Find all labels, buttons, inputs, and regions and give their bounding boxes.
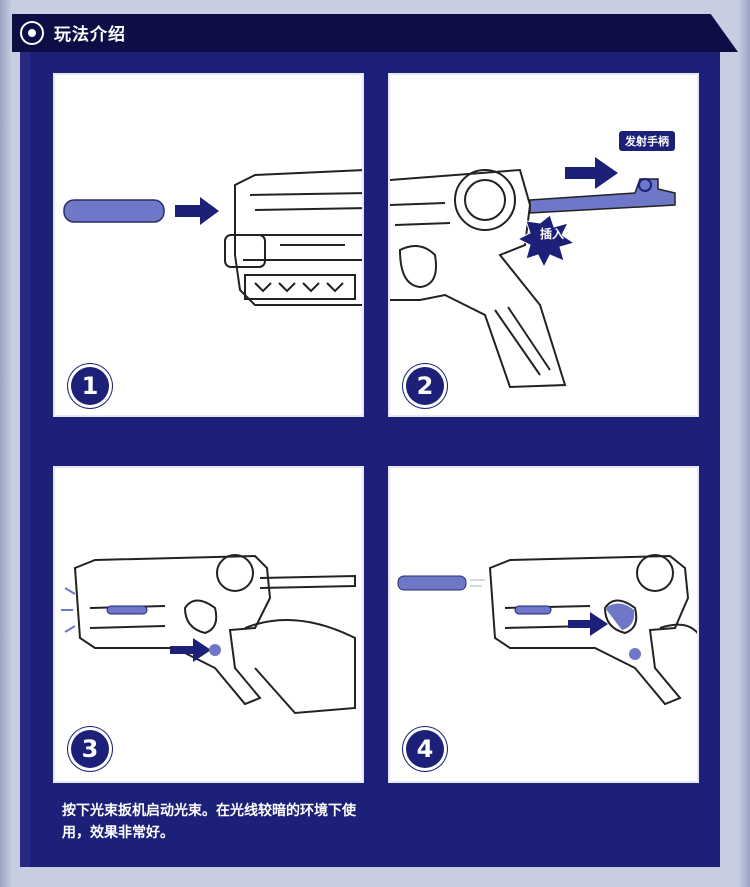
instruction-caption: 按下光束扳机启动光束。在光线较暗的环境下使用，效果非常好。 — [62, 803, 356, 841]
fired-dart — [397, 575, 467, 591]
step-1-panel: 1 — [53, 73, 364, 417]
arrow-right-icon — [568, 612, 608, 636]
section-header: 玩法介绍 — [12, 14, 738, 52]
step-4-panel: 4 — [388, 466, 699, 783]
step-3-illustration — [61, 554, 356, 715]
glow-lines — [61, 587, 76, 633]
trigger-highlight — [605, 603, 635, 630]
motion-lines — [470, 579, 485, 587]
step-1-illustration — [63, 169, 362, 306]
blaster-outline — [73, 554, 356, 715]
fire-handle-tag: 发射手柄 — [619, 131, 675, 151]
foam-dart — [63, 199, 165, 223]
trigger-highlight — [209, 644, 221, 656]
step-3-panel: 3 — [53, 466, 364, 783]
step-4-badge: 4 — [406, 730, 444, 768]
arrow-right-icon — [170, 638, 211, 662]
step-2-panel: 发射手柄 插入 2 — [388, 73, 699, 417]
step-3-badge: 3 — [71, 730, 109, 768]
launch-handle — [529, 178, 676, 214]
step-2-badge: 2 — [406, 367, 444, 405]
blaster-outline — [224, 169, 362, 306]
insert-label: 插入 — [540, 227, 565, 241]
section-title: 玩法介绍 — [54, 25, 126, 45]
arrow-right-icon — [565, 157, 618, 189]
header-notch — [710, 14, 738, 52]
step-4-illustration — [397, 554, 697, 706]
arrow-right-icon — [175, 197, 219, 225]
board-strip — [20, 52, 30, 867]
burst-shape — [516, 214, 576, 269]
handle-marker — [638, 178, 652, 192]
light-beam-indicator — [106, 605, 148, 615]
blaster-outline — [390, 168, 567, 389]
grip-highlight — [629, 648, 641, 660]
step-1-badge: 1 — [71, 367, 109, 405]
target-icon — [20, 21, 44, 45]
light-beam-indicator — [514, 605, 552, 615]
step-2-illustration — [390, 157, 676, 389]
